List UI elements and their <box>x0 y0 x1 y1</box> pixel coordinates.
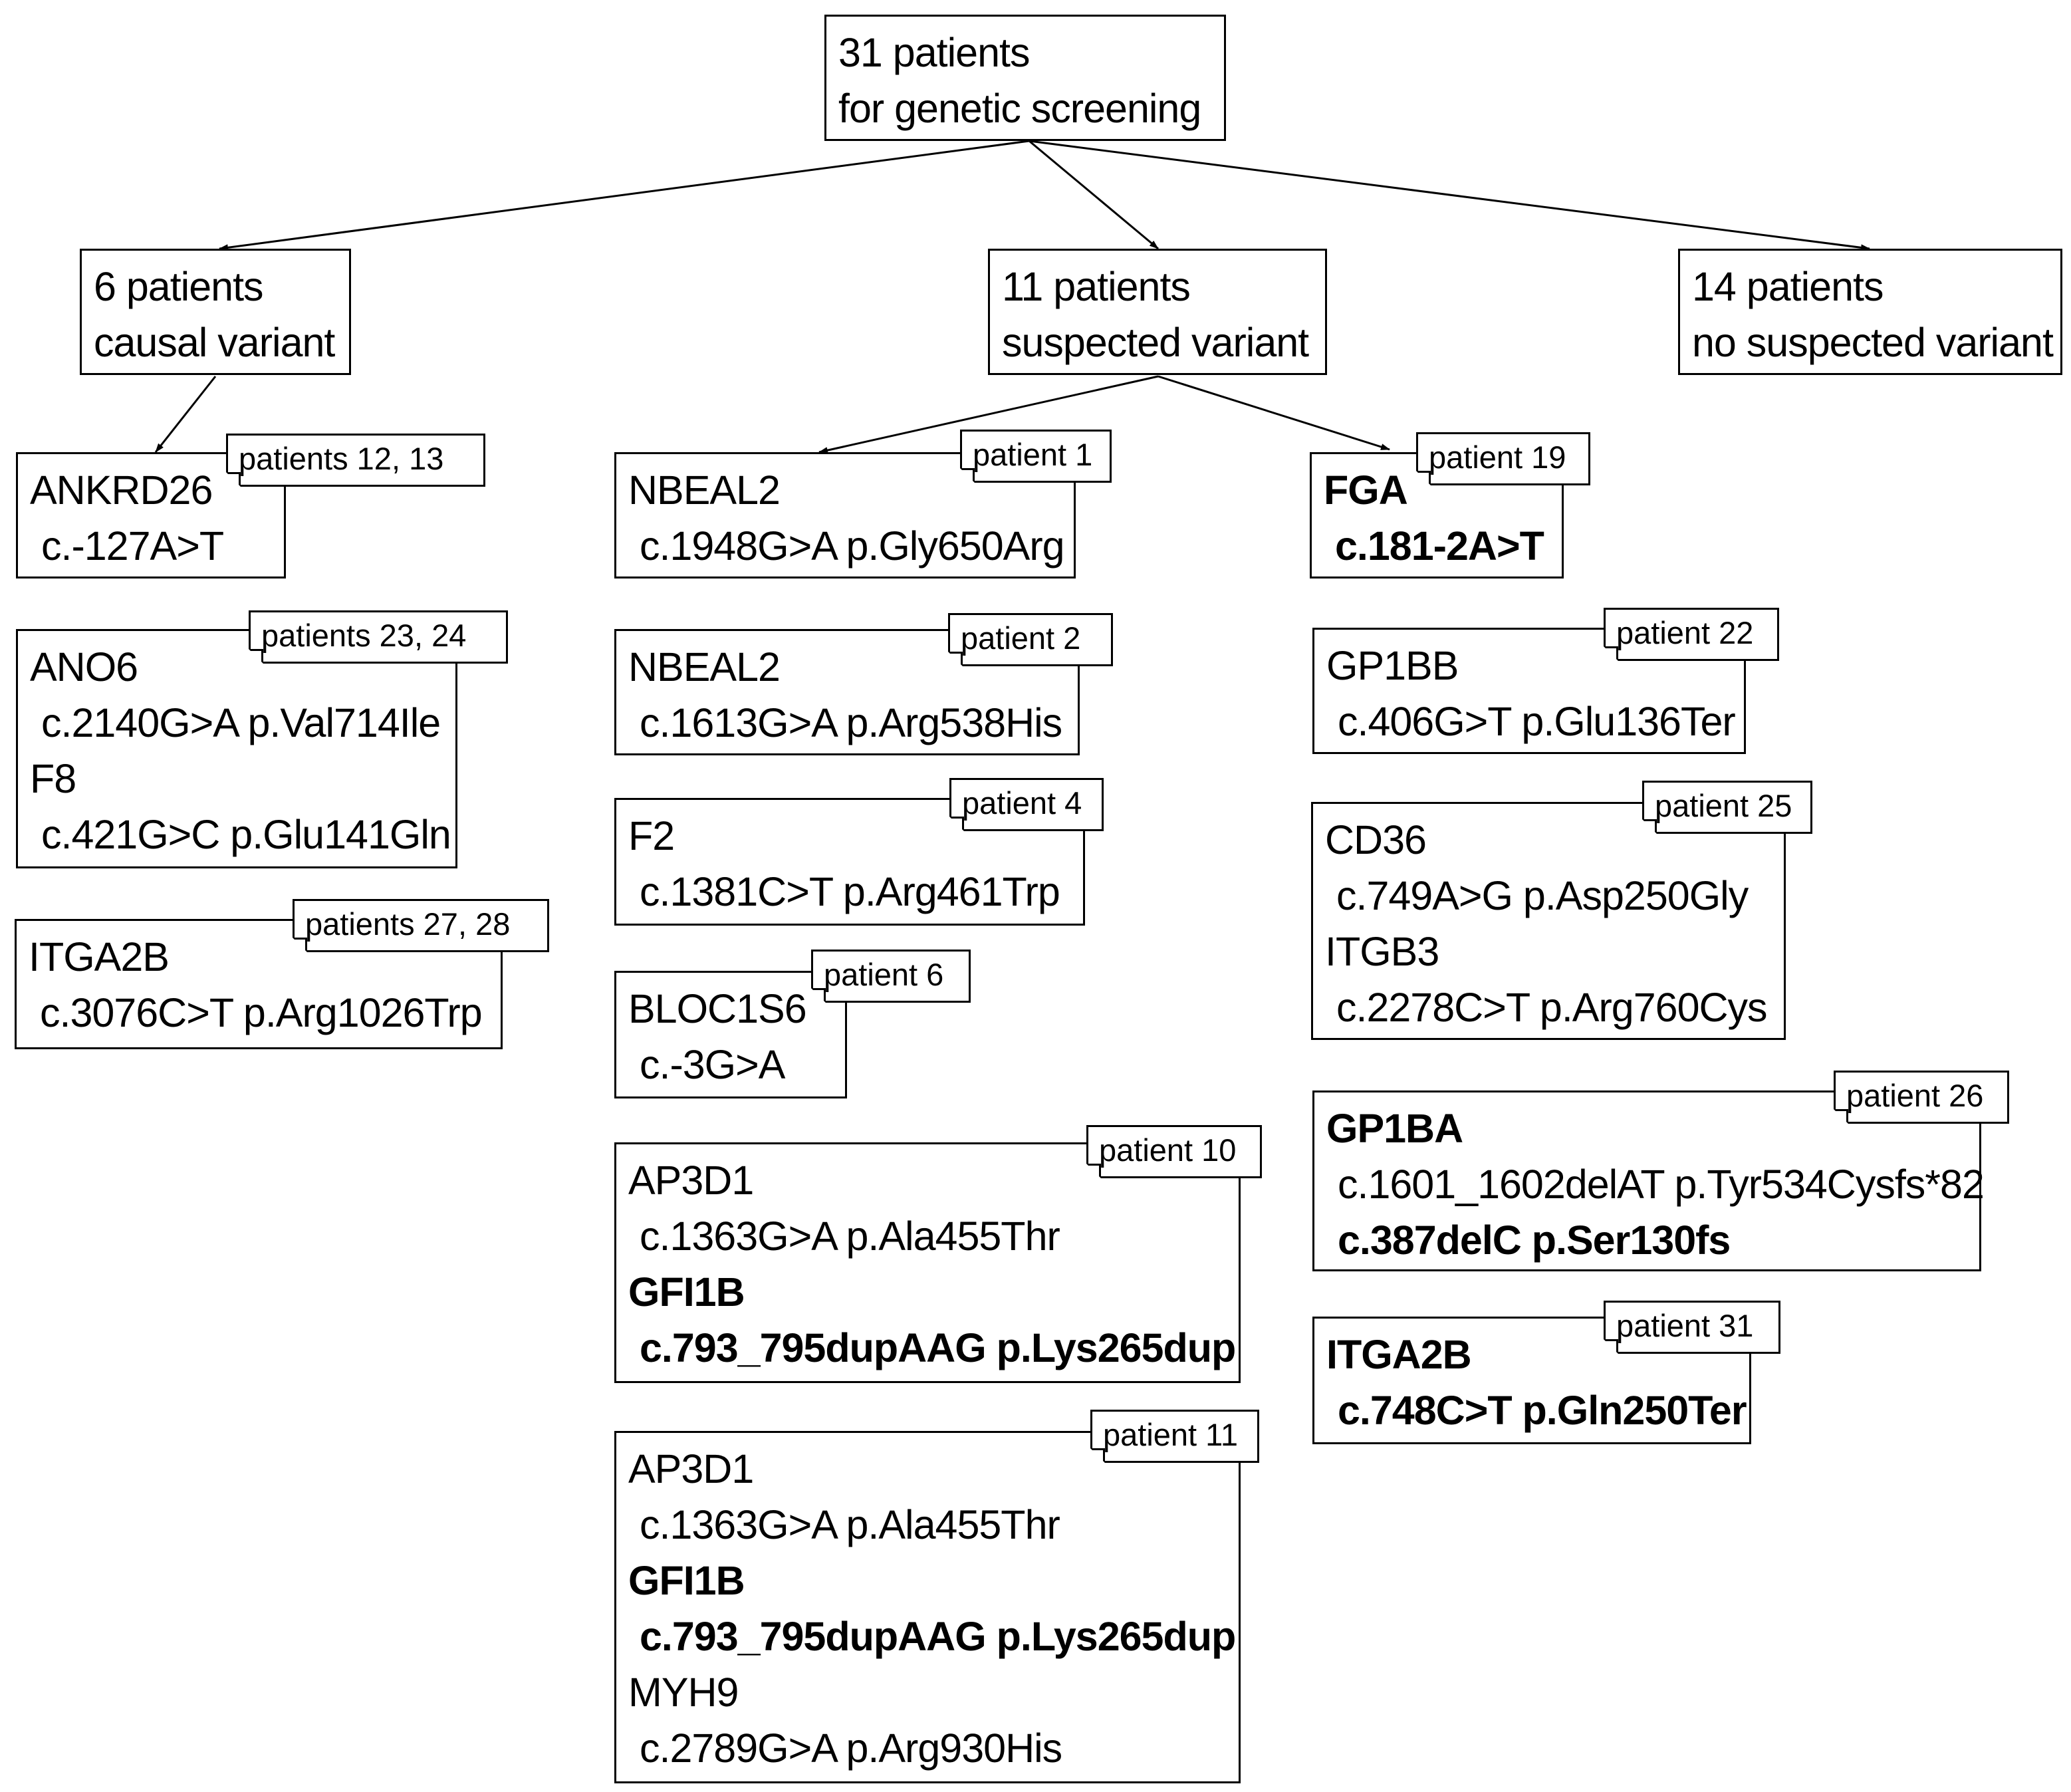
variant-text: c.1363G>A p.Ala455Thr <box>640 1502 1060 1547</box>
group-causal-node: 6 patients causal variant <box>80 249 351 375</box>
patient-tag: patient 31 <box>1604 1301 1780 1354</box>
patient-tag: patient 19 <box>1416 432 1590 485</box>
case-bloc1s6: BLOC1S6 c.-3G>A <box>614 971 847 1098</box>
gene-name: GFI1B <box>628 1558 745 1603</box>
variant-text: c.2140G>A p.Val714Ile <box>41 700 441 745</box>
arrow-root-to-causal <box>219 140 1030 251</box>
gene-name: FGA <box>1324 467 1408 513</box>
variant-text: c.2789G>A p.Arg930His <box>640 1726 1062 1771</box>
patient-tag: patient 22 <box>1604 608 1779 661</box>
patient-tag: patient 11 <box>1090 1410 1259 1463</box>
gene-name: ITGA2B <box>29 934 170 979</box>
group-none-line-2: no suspected variant <box>1692 320 2054 365</box>
arrow-suspected-to-fga <box>1157 375 1390 451</box>
arrow-suspected-to-nbeal2 <box>818 375 1159 454</box>
variant-text: c.421G>C p.Glu141Gln <box>41 812 451 857</box>
variant-text: c.406G>T p.Glu136Ter <box>1338 699 1736 744</box>
gene-name: F8 <box>30 756 76 801</box>
group-suspected-line-2: suspected variant <box>1002 320 1309 365</box>
variant-text: c.387delC p.Ser130fs <box>1338 1217 1731 1263</box>
gene-name: GFI1B <box>628 1269 745 1315</box>
patient-tag: patients 27, 28 <box>293 899 549 952</box>
gene-name: GP1BA <box>1326 1106 1463 1151</box>
gene-name: F2 <box>628 813 675 858</box>
gene-name: ITGB3 <box>1325 929 1439 974</box>
variant-text: c.793_795dupAAG p.Lys265dup <box>640 1614 1236 1659</box>
case-nbeal2-p1: NBEAL2 c.1948G>A p.Gly650Arg <box>614 452 1076 578</box>
group-suspected-node: 11 patients suspected variant <box>988 249 1327 375</box>
arrow-causal-to-ankrd26 <box>154 376 217 453</box>
gene-name: GP1BB <box>1326 643 1459 688</box>
gene-name: ANKRD26 <box>30 467 213 513</box>
gene-name: ANO6 <box>30 644 138 690</box>
variant-text: c.181-2A>T <box>1335 523 1544 569</box>
gene-name: NBEAL2 <box>628 467 781 513</box>
patient-tag: patient 10 <box>1086 1125 1262 1178</box>
variant-text: c.1363G>A p.Ala455Thr <box>640 1214 1060 1259</box>
arrow-root-to-none <box>1029 140 1870 251</box>
gene-name: ITGA2B <box>1326 1332 1472 1377</box>
group-none-node: 14 patients no suspected variant <box>1678 249 2062 375</box>
case-ano6-f8: ANO6 c.2140G>A p.Val714Ile F8 c.421G>C p… <box>16 629 457 868</box>
variant-text: c.-3G>A <box>640 1042 785 1087</box>
patient-tag: patients 23, 24 <box>249 610 508 664</box>
variant-text: c.793_795dupAAG p.Lys265dup <box>640 1325 1236 1370</box>
variant-text: c.1948G>A p.Gly650Arg <box>640 523 1065 569</box>
variant-text: c.1381C>T p.Arg461Trp <box>640 869 1060 914</box>
variant-text: c.1613G>A p.Arg538His <box>640 700 1062 745</box>
variant-text: c.3076C>T p.Arg1026Trp <box>40 990 483 1035</box>
variant-text: c.-127A>T <box>41 523 224 569</box>
gene-name: NBEAL2 <box>628 644 781 690</box>
gene-name: BLOC1S6 <box>628 986 807 1031</box>
patient-tag: patient 26 <box>1834 1071 2009 1124</box>
case-cd36-itgb3: CD36 c.749A>G p.Asp250Gly ITGB3 c.2278C>… <box>1311 802 1786 1040</box>
group-none-line-1: 14 patients <box>1692 264 1884 309</box>
case-ap3d1-gfi1b-p10: AP3D1 c.1363G>A p.Ala455Thr GFI1B c.793_… <box>614 1142 1241 1383</box>
variant-text: c.749A>G p.Asp250Gly <box>1336 873 1749 918</box>
group-causal-line-2: causal variant <box>94 320 335 365</box>
gene-name: CD36 <box>1325 817 1427 862</box>
arrow-root-to-suspected <box>1029 140 1159 250</box>
case-ankrd26: ANKRD26 c.-127A>T <box>16 452 286 578</box>
patient-tag: patient 1 <box>960 430 1112 483</box>
variant-text: c.748C>T p.Gln250Ter <box>1338 1388 1747 1433</box>
gene-name: AP3D1 <box>628 1158 754 1203</box>
root-node: 31 patients for genetic screening <box>824 15 1226 141</box>
patient-tag: patient 25 <box>1642 781 1812 834</box>
group-suspected-line-1: 11 patients <box>1002 264 1191 309</box>
case-ap3d1-gfi1b-myh9-p11: AP3D1 c.1363G>A p.Ala455Thr GFI1B c.793_… <box>614 1431 1241 1783</box>
root-line-2: for genetic screening <box>838 86 1201 131</box>
patient-tag: patient 6 <box>811 950 971 1003</box>
patient-tag: patient 2 <box>948 613 1113 666</box>
variant-text: c.2278C>T p.Arg760Cys <box>1336 985 1768 1030</box>
root-line-1: 31 patients <box>838 30 1030 75</box>
gene-name: AP3D1 <box>628 1446 754 1491</box>
patient-tag: patients 12, 13 <box>226 434 485 487</box>
gene-name: MYH9 <box>628 1670 739 1715</box>
patient-tag: patient 4 <box>949 778 1104 831</box>
variant-text: c.1601_1602delAT p.Tyr534Cysfs*82 <box>1338 1162 1985 1207</box>
group-causal-line-1: 6 patients <box>94 264 264 309</box>
